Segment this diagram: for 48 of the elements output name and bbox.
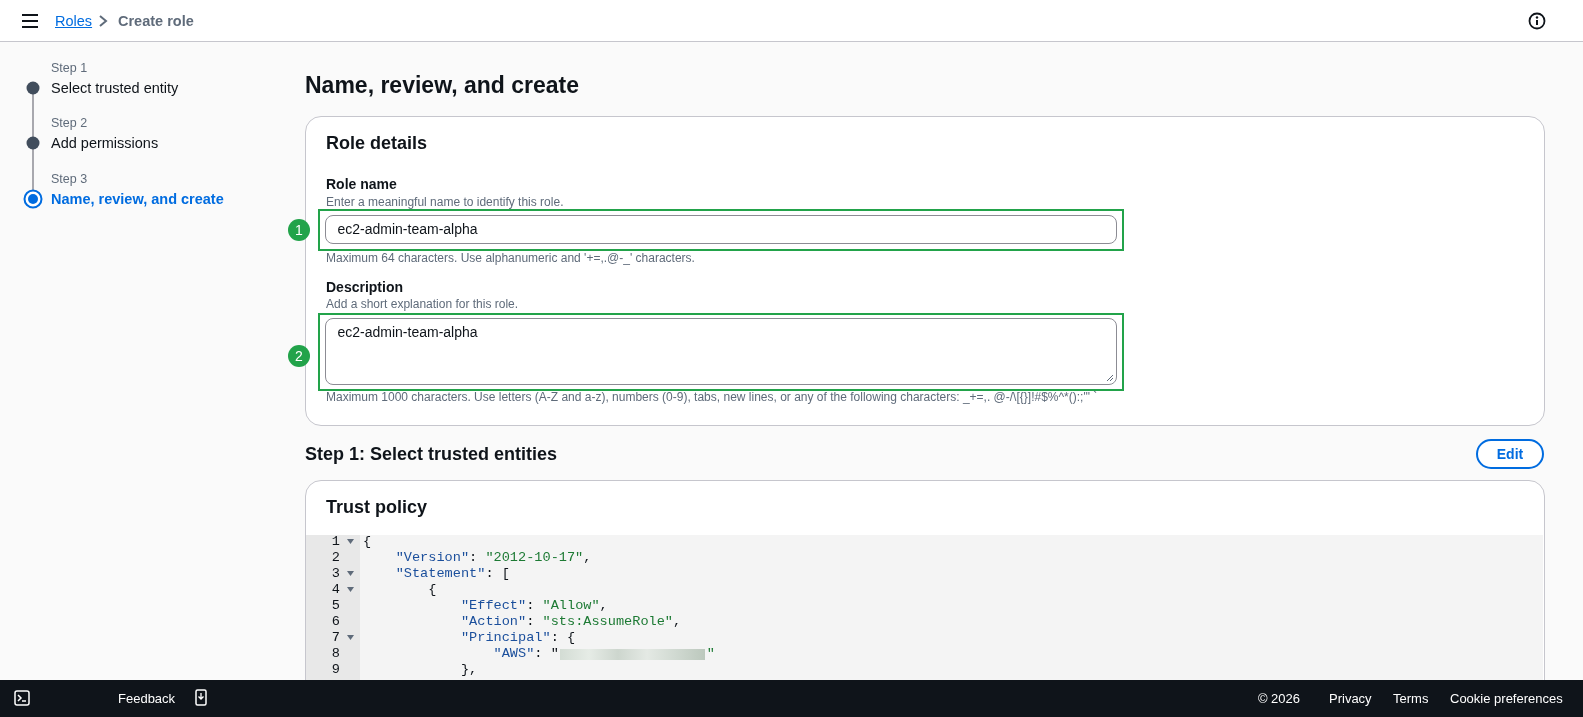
footer-link: Terms	[1393, 689, 1429, 707]
line-number: 8	[330, 646, 340, 662]
footer-link: Feedback	[118, 689, 176, 707]
line-number: 4	[330, 582, 340, 598]
line-number: 1	[330, 534, 340, 550]
highlight-box	[318, 209, 1124, 251]
field-constraint-text: Maximum 1000 characters. Use letters (A-Z and a-z), numbers (0-9), tabs, new lines, or any of the following characters: _+=,. @-/\[{}]!#$%^*():;"' `	[326, 389, 1098, 405]
step-title: Add permissions	[51, 133, 159, 153]
card-heading: Role details	[326, 131, 428, 155]
field-description: Enter a meaningful name to identify this role.	[326, 194, 564, 210]
footer-link: Privacy	[1329, 689, 1372, 707]
line-number: 7	[330, 630, 340, 646]
text-input-field: ec2-admin-team-alpha	[324, 214, 1117, 244]
line-number: 3	[330, 566, 340, 582]
code-line: "Version": "2012-10-17",	[394, 550, 592, 566]
edit-button: Edit	[1476, 439, 1544, 469]
line-number: 9	[330, 662, 340, 678]
callout-number: 1	[288, 219, 310, 241]
page-heading: Name, review, and create	[305, 71, 579, 100]
step-number: Step 2	[51, 115, 88, 131]
footer-link: Cookie preferences	[1450, 689, 1563, 707]
step-number: Step 3	[51, 171, 88, 187]
code-line: "AWS": "	[492, 646, 559, 662]
code-line: "Effect": "Allow",	[459, 598, 608, 614]
code-line: "Statement": [	[394, 566, 510, 582]
copyright-text: © 2026	[1257, 689, 1300, 707]
code-line: "Principal": {	[459, 630, 576, 646]
card-heading: Trust policy	[326, 495, 428, 519]
code-line: },	[459, 662, 478, 678]
line-number: 5	[330, 598, 340, 614]
field-constraint-text: Maximum 64 characters. Use alphanumeric and '+=,.@-_' characters.	[326, 250, 695, 266]
step-title: Select trusted entity	[51, 78, 179, 98]
code-line: "Action": "sts:AssumeRole",	[459, 614, 682, 630]
section-heading: Step 1: Select trusted entities	[305, 442, 558, 466]
text-area-field: ec2-admin-team-alpha	[324, 317, 1117, 385]
code-line: {	[363, 534, 372, 550]
breadcrumb-link: Roles	[55, 11, 93, 31]
field-description: Add a short explanation for this role.	[326, 296, 519, 312]
code-fragment: "	[706, 646, 715, 662]
field-label: Description	[326, 278, 403, 296]
callout-number: 2	[288, 345, 310, 367]
step-number: Step 1	[51, 60, 88, 76]
step-title: Name, review, and create	[51, 189, 224, 209]
line-number: 6	[330, 614, 340, 630]
code-line: {	[427, 582, 437, 598]
breadcrumb-current: Create role	[118, 11, 194, 31]
field-label: Role name	[326, 175, 397, 193]
line-number: 2	[330, 550, 340, 566]
